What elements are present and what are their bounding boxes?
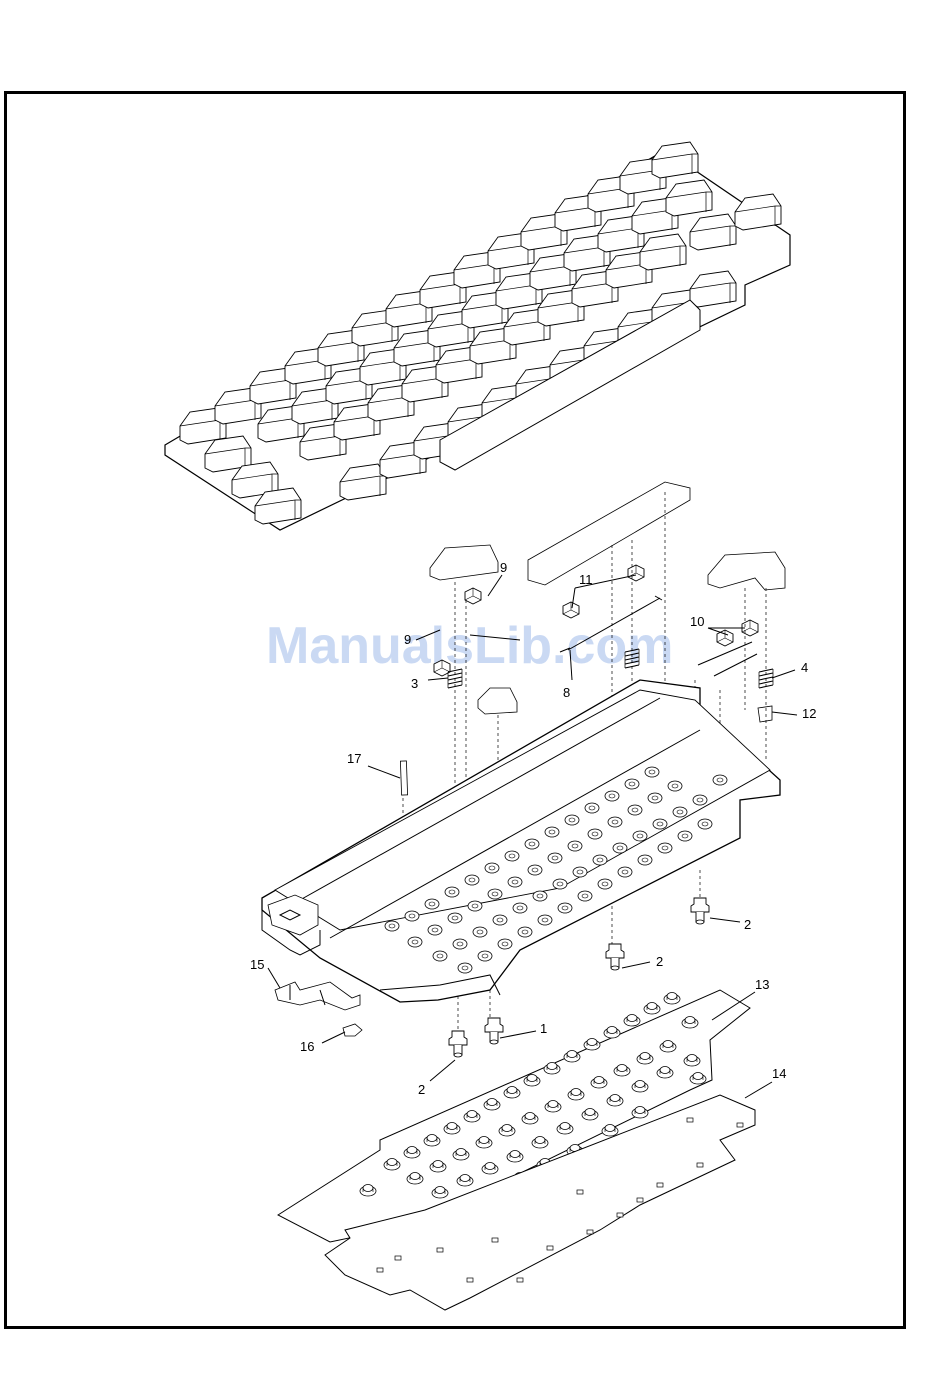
callout-13: 13 bbox=[755, 977, 769, 992]
callout-1: 1 bbox=[540, 1021, 547, 1036]
callout-8: 8 bbox=[563, 685, 570, 700]
callout-11: 11 bbox=[579, 572, 593, 587]
callout-2-middle: 2 bbox=[656, 954, 663, 969]
callout-10: 10 bbox=[690, 614, 704, 629]
callout-12: 12 bbox=[802, 706, 816, 721]
callout-15: 15 bbox=[250, 957, 264, 972]
keycap-assembly bbox=[165, 142, 790, 530]
latch-parts bbox=[275, 982, 362, 1036]
callout-9-lower: 9 bbox=[404, 632, 411, 647]
callout-14: 14 bbox=[772, 1066, 786, 1081]
callout-2-right: 2 bbox=[744, 917, 751, 932]
callout-3: 3 bbox=[411, 676, 418, 691]
callout-2-left: 2 bbox=[418, 1082, 425, 1097]
callout-17: 17 bbox=[347, 751, 361, 766]
keyboard-chassis bbox=[262, 680, 780, 1002]
callout-4: 4 bbox=[801, 660, 808, 675]
callout-16: 16 bbox=[300, 1039, 314, 1054]
callout-9-upper: 9 bbox=[500, 560, 507, 575]
